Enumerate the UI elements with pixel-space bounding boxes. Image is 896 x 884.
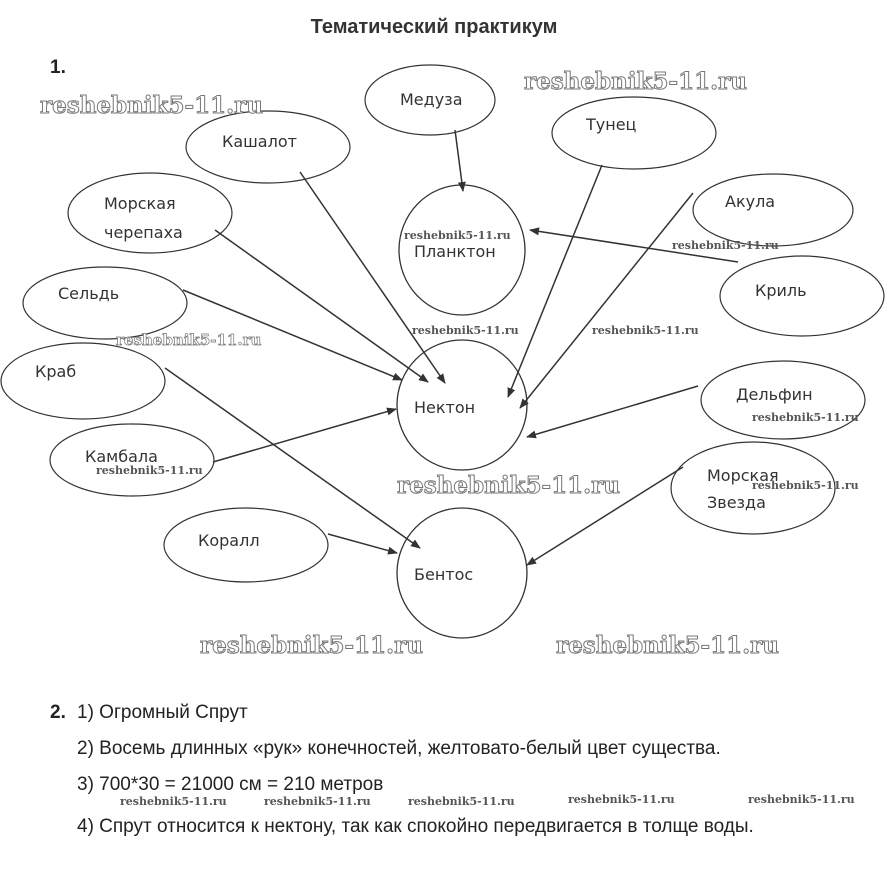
seld-label: Сельдь (58, 284, 119, 303)
kambala-label: Камбала (85, 447, 158, 466)
answer-line-3: 3) 700*30 = 21000 см = 210 метров (77, 774, 384, 795)
arrow-kashalot-nekton (299, 171, 446, 384)
meduza-ellipse (364, 64, 496, 136)
akula-ellipse (692, 173, 854, 247)
watermark: reshebnik5-11.ru (672, 239, 779, 252)
plankton-circle (398, 184, 526, 316)
kril-label: Криль (755, 281, 807, 300)
watermark: reshebnik5-11.ru (116, 331, 262, 350)
arrow-akula-nekton (519, 192, 694, 409)
plankton-nekton-benthos-diagram: Планктон Нектон Бентос Медуза Тунец Каша… (0, 64, 885, 639)
kashalot-label: Кашалот (222, 132, 297, 151)
korall-label: Коралл (198, 531, 260, 550)
watermark: reshebnik5-11.ru (556, 632, 780, 660)
cherepaha-label-line1: Морская (104, 194, 176, 213)
arrow-seld-nekton (182, 289, 403, 381)
answer-line-2: 2) Восемь длинных «рук» конечностей, жел… (77, 738, 721, 759)
plankton-label: Планктон (414, 242, 496, 261)
nekton-circle (396, 339, 528, 471)
krab-label: Краб (35, 362, 76, 381)
watermark: reshebnik5-11.ru (524, 68, 748, 96)
watermark: reshebnik5-11.ru (748, 793, 855, 806)
meduza-label: Медуза (400, 90, 463, 109)
watermark: reshebnik5-11.ru (752, 411, 859, 424)
akula-label: Акула (725, 192, 775, 211)
watermark: reshebnik5-11.ru (404, 229, 511, 242)
zvezda-label-line2: Звезда (707, 493, 766, 512)
cherepaha-ellipse (67, 172, 233, 254)
delfin-label: Дельфин (736, 385, 813, 404)
tunets-label: Тунец (585, 115, 637, 134)
delfin-ellipse (700, 360, 866, 440)
watermark: reshebnik5-11.ru (568, 793, 675, 806)
arrow-zvezda-benthos (526, 466, 684, 566)
tunets-ellipse (551, 96, 717, 170)
arrow-korall-benthos (327, 533, 398, 555)
nekton-label: Нектон (414, 398, 475, 417)
arrow-delfin-nekton (526, 385, 699, 439)
page-title: Тематический практикум (310, 16, 558, 38)
kashalot-ellipse (185, 110, 351, 184)
zvezda-label-line1: Морская (707, 466, 779, 485)
kambala-ellipse (49, 423, 215, 497)
watermark: reshebnik5-11.ru (397, 472, 621, 500)
krab-ellipse (0, 342, 166, 420)
arrow-kril-plankton (529, 227, 739, 263)
answer-line-1: 1) Огромный Спрут (77, 702, 248, 723)
arrow-cherepaha-nekton (214, 229, 429, 383)
cherepaha-label-line2: черепаха (104, 223, 183, 242)
watermark: reshebnik5-11.ru (40, 92, 264, 120)
arrow-krab-benthos (164, 367, 421, 549)
task-1-number: 1. (50, 57, 66, 78)
watermark: reshebnik5-11.ru (752, 479, 859, 492)
watermark: reshebnik5-11.ru (592, 324, 699, 337)
benthos-label: Бентос (414, 565, 473, 584)
arrow-tunets-nekton (507, 164, 603, 398)
watermark: reshebnik5-11.ru (408, 795, 515, 808)
watermark: reshebnik5-11.ru (96, 464, 203, 477)
benthos-circle (396, 507, 528, 639)
arrow-meduza-plankton (454, 129, 466, 192)
answer-line-4: 4) Спрут относится к нектону, так как сп… (77, 816, 754, 837)
arrow-kambala-nekton (212, 407, 397, 463)
korall-ellipse (163, 507, 329, 583)
task-2-number: 2. (50, 702, 66, 723)
watermark: reshebnik5-11.ru (264, 795, 371, 808)
zvezda-ellipse (670, 441, 836, 535)
watermark: reshebnik5-11.ru (200, 632, 424, 660)
watermark: reshebnik5-11.ru (412, 324, 519, 337)
kril-ellipse (719, 255, 885, 337)
watermark: reshebnik5-11.ru (120, 795, 227, 808)
seld-ellipse (22, 266, 188, 340)
